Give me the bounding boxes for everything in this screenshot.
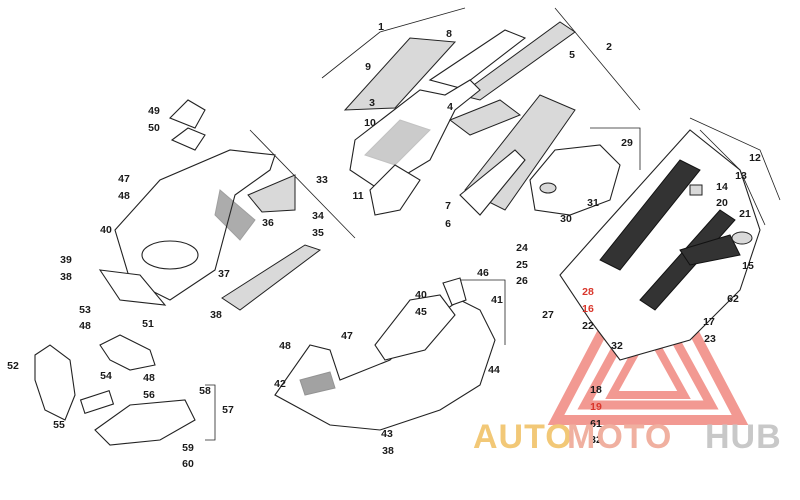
callout-label: 29: [621, 137, 633, 149]
callout-label: 26: [516, 275, 528, 287]
callout-label: 20: [716, 197, 728, 209]
callout-label: 52: [7, 360, 19, 372]
callout-label: 25: [516, 259, 528, 271]
callout-label: 51: [142, 318, 154, 330]
callout-label: 53: [79, 304, 91, 316]
callout-label: 24: [516, 242, 528, 254]
callout-label: 28: [582, 286, 594, 298]
watermark-text-hub: HUB: [705, 418, 782, 456]
callout-label: 62: [727, 293, 739, 305]
callout-label: 32: [590, 434, 602, 446]
callout-label: 10: [364, 117, 376, 129]
callout-label: 19: [590, 401, 602, 413]
callout-label: 6: [445, 218, 451, 230]
callout-label: 48: [279, 340, 291, 352]
callout-label: 16: [582, 303, 594, 315]
callout-label: 1: [378, 21, 384, 33]
callout-label: 48: [79, 320, 91, 332]
callout-label: 38: [210, 309, 222, 321]
console-part-group: [529, 127, 641, 216]
watermark: AUTO MOTO HUB: [473, 418, 782, 456]
callout-label: 46: [477, 267, 489, 279]
side-panel-group: [559, 117, 781, 361]
callout-label: 48: [143, 372, 155, 384]
callout-label: 23: [704, 333, 716, 345]
callout-label: 54: [100, 370, 112, 382]
callout-label: 39: [60, 254, 72, 266]
callout-label: 21: [739, 208, 751, 220]
callout-label: 38: [60, 271, 72, 283]
callout-label: 5: [569, 49, 575, 61]
callout-label: 14: [716, 181, 728, 193]
callout-label: 56: [143, 389, 155, 401]
callout-label: 57: [222, 404, 234, 416]
callout-label: 32: [611, 340, 623, 352]
callout-label: 36: [262, 217, 274, 229]
callout-label: 15: [742, 260, 754, 272]
belly-pan-group: [274, 277, 506, 431]
front-bumper-group: [34, 334, 216, 446]
windshield-panel-group: [321, 7, 641, 216]
callout-label: 4: [447, 101, 453, 113]
callout-label: 38: [382, 445, 394, 457]
hood-assembly-group: [98, 99, 356, 311]
callout-label: 47: [341, 330, 353, 342]
callout-label: 3: [369, 97, 375, 109]
callout-label: 27: [542, 309, 554, 321]
callout-label: 33: [316, 174, 328, 186]
callout-label: 7: [445, 200, 451, 212]
callout-label: 13: [735, 170, 747, 182]
callout-label: 34: [312, 210, 324, 222]
callout-label: 31: [587, 197, 599, 209]
callout-label: 43: [381, 428, 393, 440]
callout-label: 55: [53, 419, 65, 431]
callout-label: 2: [606, 41, 612, 53]
callout-label: 8: [446, 28, 452, 40]
callout-label: 60: [182, 458, 194, 470]
callout-label: 11: [352, 190, 363, 202]
callout-label: 42: [274, 378, 286, 390]
callout-label: 45: [415, 306, 427, 318]
callout-label: 47: [118, 173, 130, 185]
watermark-text-auto: AUTO: [473, 418, 573, 456]
callout-label: 44: [488, 364, 500, 376]
callout-label: 50: [148, 122, 160, 134]
callout-label: 58: [199, 385, 211, 397]
callout-label: 35: [312, 227, 324, 239]
callout-label: 59: [182, 442, 194, 454]
callout-label: 49: [148, 105, 160, 117]
callout-label: 61: [590, 418, 602, 430]
callout-label: 17: [703, 316, 715, 328]
callout-label: 18: [590, 384, 602, 396]
callout-label: 30: [560, 213, 572, 225]
callout-label: 40: [415, 289, 427, 301]
callout-label: 48: [118, 190, 130, 202]
callout-label: 22: [582, 320, 594, 332]
callout-label: 9: [365, 61, 371, 73]
callout-label: 12: [749, 152, 761, 164]
callout-label: 37: [218, 268, 230, 280]
watermark-text-moto: MOTO: [567, 418, 672, 456]
callout-label: 40: [100, 224, 112, 236]
callout-label: 41: [491, 294, 503, 306]
